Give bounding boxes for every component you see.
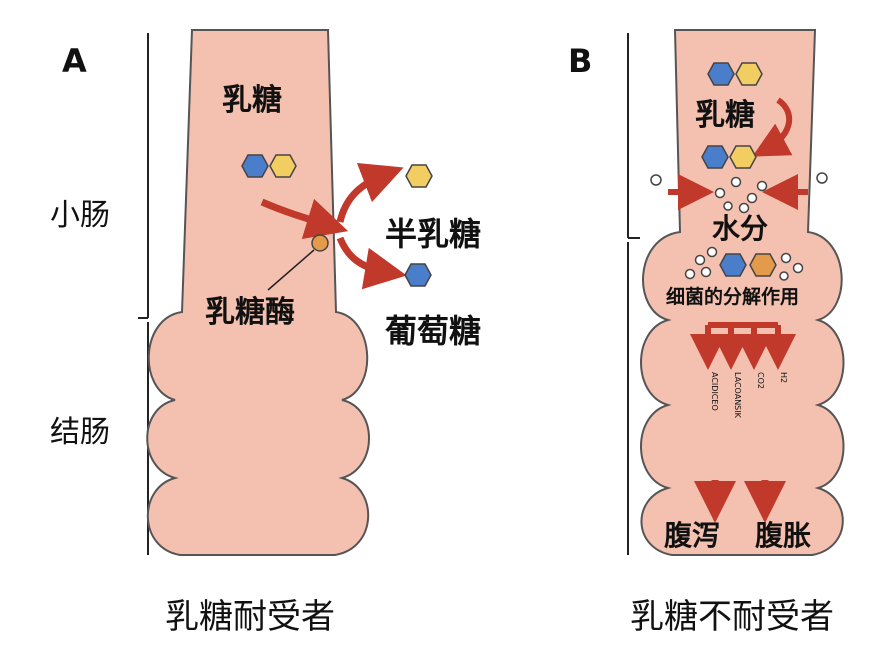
lactose-label-a: 乳糖 <box>222 83 282 118</box>
caption-b: 乳糖不耐受者 <box>630 597 834 637</box>
glucose-hexagon-b2 <box>701 145 729 169</box>
arrow-to-galactose <box>336 162 404 223</box>
galactose-hexagon-b2 <box>729 145 757 169</box>
panel-b: B 乳糖 水分 细菌的分解作用 <box>568 29 845 637</box>
galactose-label: 半乳糖 <box>385 215 481 253</box>
product-h2: H2 <box>779 372 788 383</box>
product-co2: CO2 <box>756 372 765 389</box>
caption-a: 乳糖耐受者 <box>165 597 335 637</box>
water-label: 水分 <box>712 212 768 245</box>
galactose-hexagon-b3 <box>749 253 777 277</box>
water-bubbles <box>650 172 828 214</box>
bloating-label: 腹胀 <box>755 519 811 552</box>
small-intestine-bracket <box>138 33 149 319</box>
galactose-hexagon-a <box>269 154 297 178</box>
arrow-lactose-down <box>752 97 793 157</box>
small-intestine-label: 小肠 <box>50 198 110 233</box>
glucose-hexagon-b3 <box>719 253 747 277</box>
panel-a-letter: A <box>62 42 87 80</box>
colon-label: 结肠 <box>50 415 110 450</box>
glucose-hexagon-product <box>404 263 432 287</box>
arrow-to-lactase <box>260 198 349 239</box>
intestine-b <box>640 29 845 556</box>
product-lactic: LACOANSIK <box>733 372 742 419</box>
fermentation-arrows <box>690 322 796 370</box>
glucose-hexagon-a <box>241 154 269 178</box>
glucose-hexagon-b1 <box>707 62 735 86</box>
diarrhea-label: 腹泻 <box>664 519 720 552</box>
lactose-label-b: 乳糖 <box>695 98 755 133</box>
arrow-to-glucose <box>336 236 407 290</box>
galactose-hexagon-b1 <box>735 62 763 86</box>
panel-b-letter: B <box>568 42 592 80</box>
lactase-label: 乳糖酶 <box>205 295 295 330</box>
glucose-label: 葡萄糖 <box>385 312 481 350</box>
lactase-enzyme <box>311 234 329 252</box>
panel-a: A 小肠 结肠 乳糖 乳糖酶 半乳糖 葡萄糖 乳糖耐受者 <box>50 29 481 637</box>
intestine-a <box>146 29 370 556</box>
small-intestine-bracket-b <box>627 33 640 239</box>
gas-bubbles <box>684 246 804 281</box>
product-acids: ACIDICEO <box>710 372 719 411</box>
bacteria-label: 细菌的分解作用 <box>666 285 799 308</box>
lactase-pointer <box>267 249 315 291</box>
galactose-hexagon-product <box>405 164 433 188</box>
